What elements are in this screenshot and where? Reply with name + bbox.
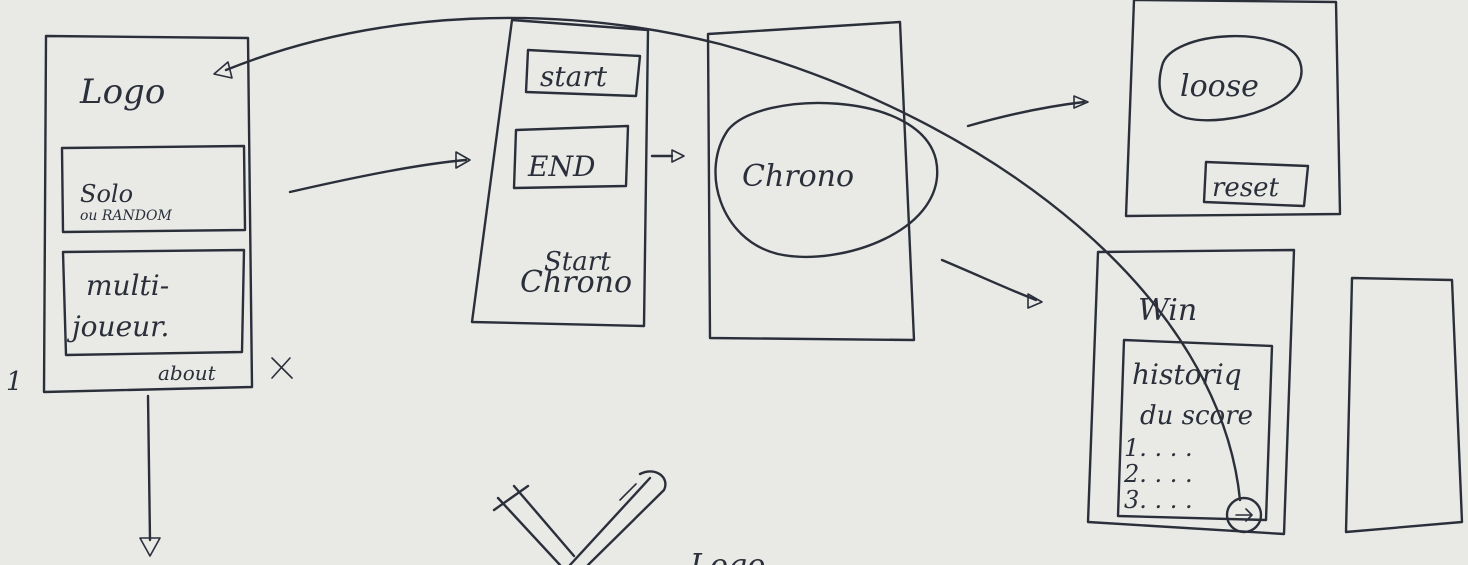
- arrow-menu-down: [148, 396, 150, 540]
- blank-screen-frame: [1346, 278, 1462, 532]
- arrowhead-back-to-menu-icon: [214, 62, 232, 78]
- score-rank-3: 3. . . .: [1124, 486, 1193, 514]
- score-rank-1: 1. . . .: [1124, 434, 1193, 462]
- lose-label: loose: [1180, 69, 1259, 104]
- start-chrono-label-line2: Chrono: [520, 265, 632, 300]
- solo-button-label: Solo: [80, 180, 133, 208]
- about-link: about: [158, 361, 217, 385]
- crossed-swords-doodle: [494, 471, 665, 565]
- arrow-chrono-to-lose: [968, 102, 1084, 126]
- bottom-logo-scribble: Logo: [689, 548, 765, 565]
- win-screen: Win historiq du score 1. . . . 2. . . . …: [1088, 250, 1294, 534]
- chrono-screen: Chrono: [708, 22, 937, 340]
- arrowhead-chrono-to-win-icon: [1028, 294, 1042, 308]
- end-button-label: END: [527, 150, 595, 183]
- score-history-title-line2: du score: [1140, 401, 1253, 431]
- flow-arrows: [140, 18, 1240, 556]
- menu-side-mark: 1: [6, 367, 23, 397]
- random-button-label: ou RANDOM: [80, 208, 172, 224]
- start-button-label: start: [540, 60, 608, 93]
- solo-screen: start END Start Chrono: [472, 20, 648, 326]
- sword-right-icon: [570, 471, 665, 565]
- chrono-label: Chrono: [742, 159, 854, 194]
- arrow-chrono-to-win: [942, 260, 1036, 300]
- menu-screen: Logo Solo ou RANDOM multi- joueur. about…: [6, 36, 292, 397]
- multiplayer-label-line2: joueur.: [66, 310, 169, 343]
- arrow-menu-to-solo: [290, 160, 466, 192]
- score-history-title-line1: historiq: [1132, 358, 1242, 391]
- multiplayer-label-line1: multi-: [86, 269, 169, 302]
- sword-left-icon: [494, 486, 574, 565]
- score-rank-2: 2. . . .: [1123, 460, 1193, 488]
- menu-logo: Logo: [79, 72, 165, 112]
- arrow-win-back-to-menu: [226, 18, 1240, 500]
- reset-button-label: reset: [1212, 173, 1280, 203]
- lose-screen: loose reset: [1126, 0, 1340, 216]
- arrowhead-solo-to-chrono-icon: [672, 150, 684, 162]
- about-close-mark-icon: [272, 358, 292, 378]
